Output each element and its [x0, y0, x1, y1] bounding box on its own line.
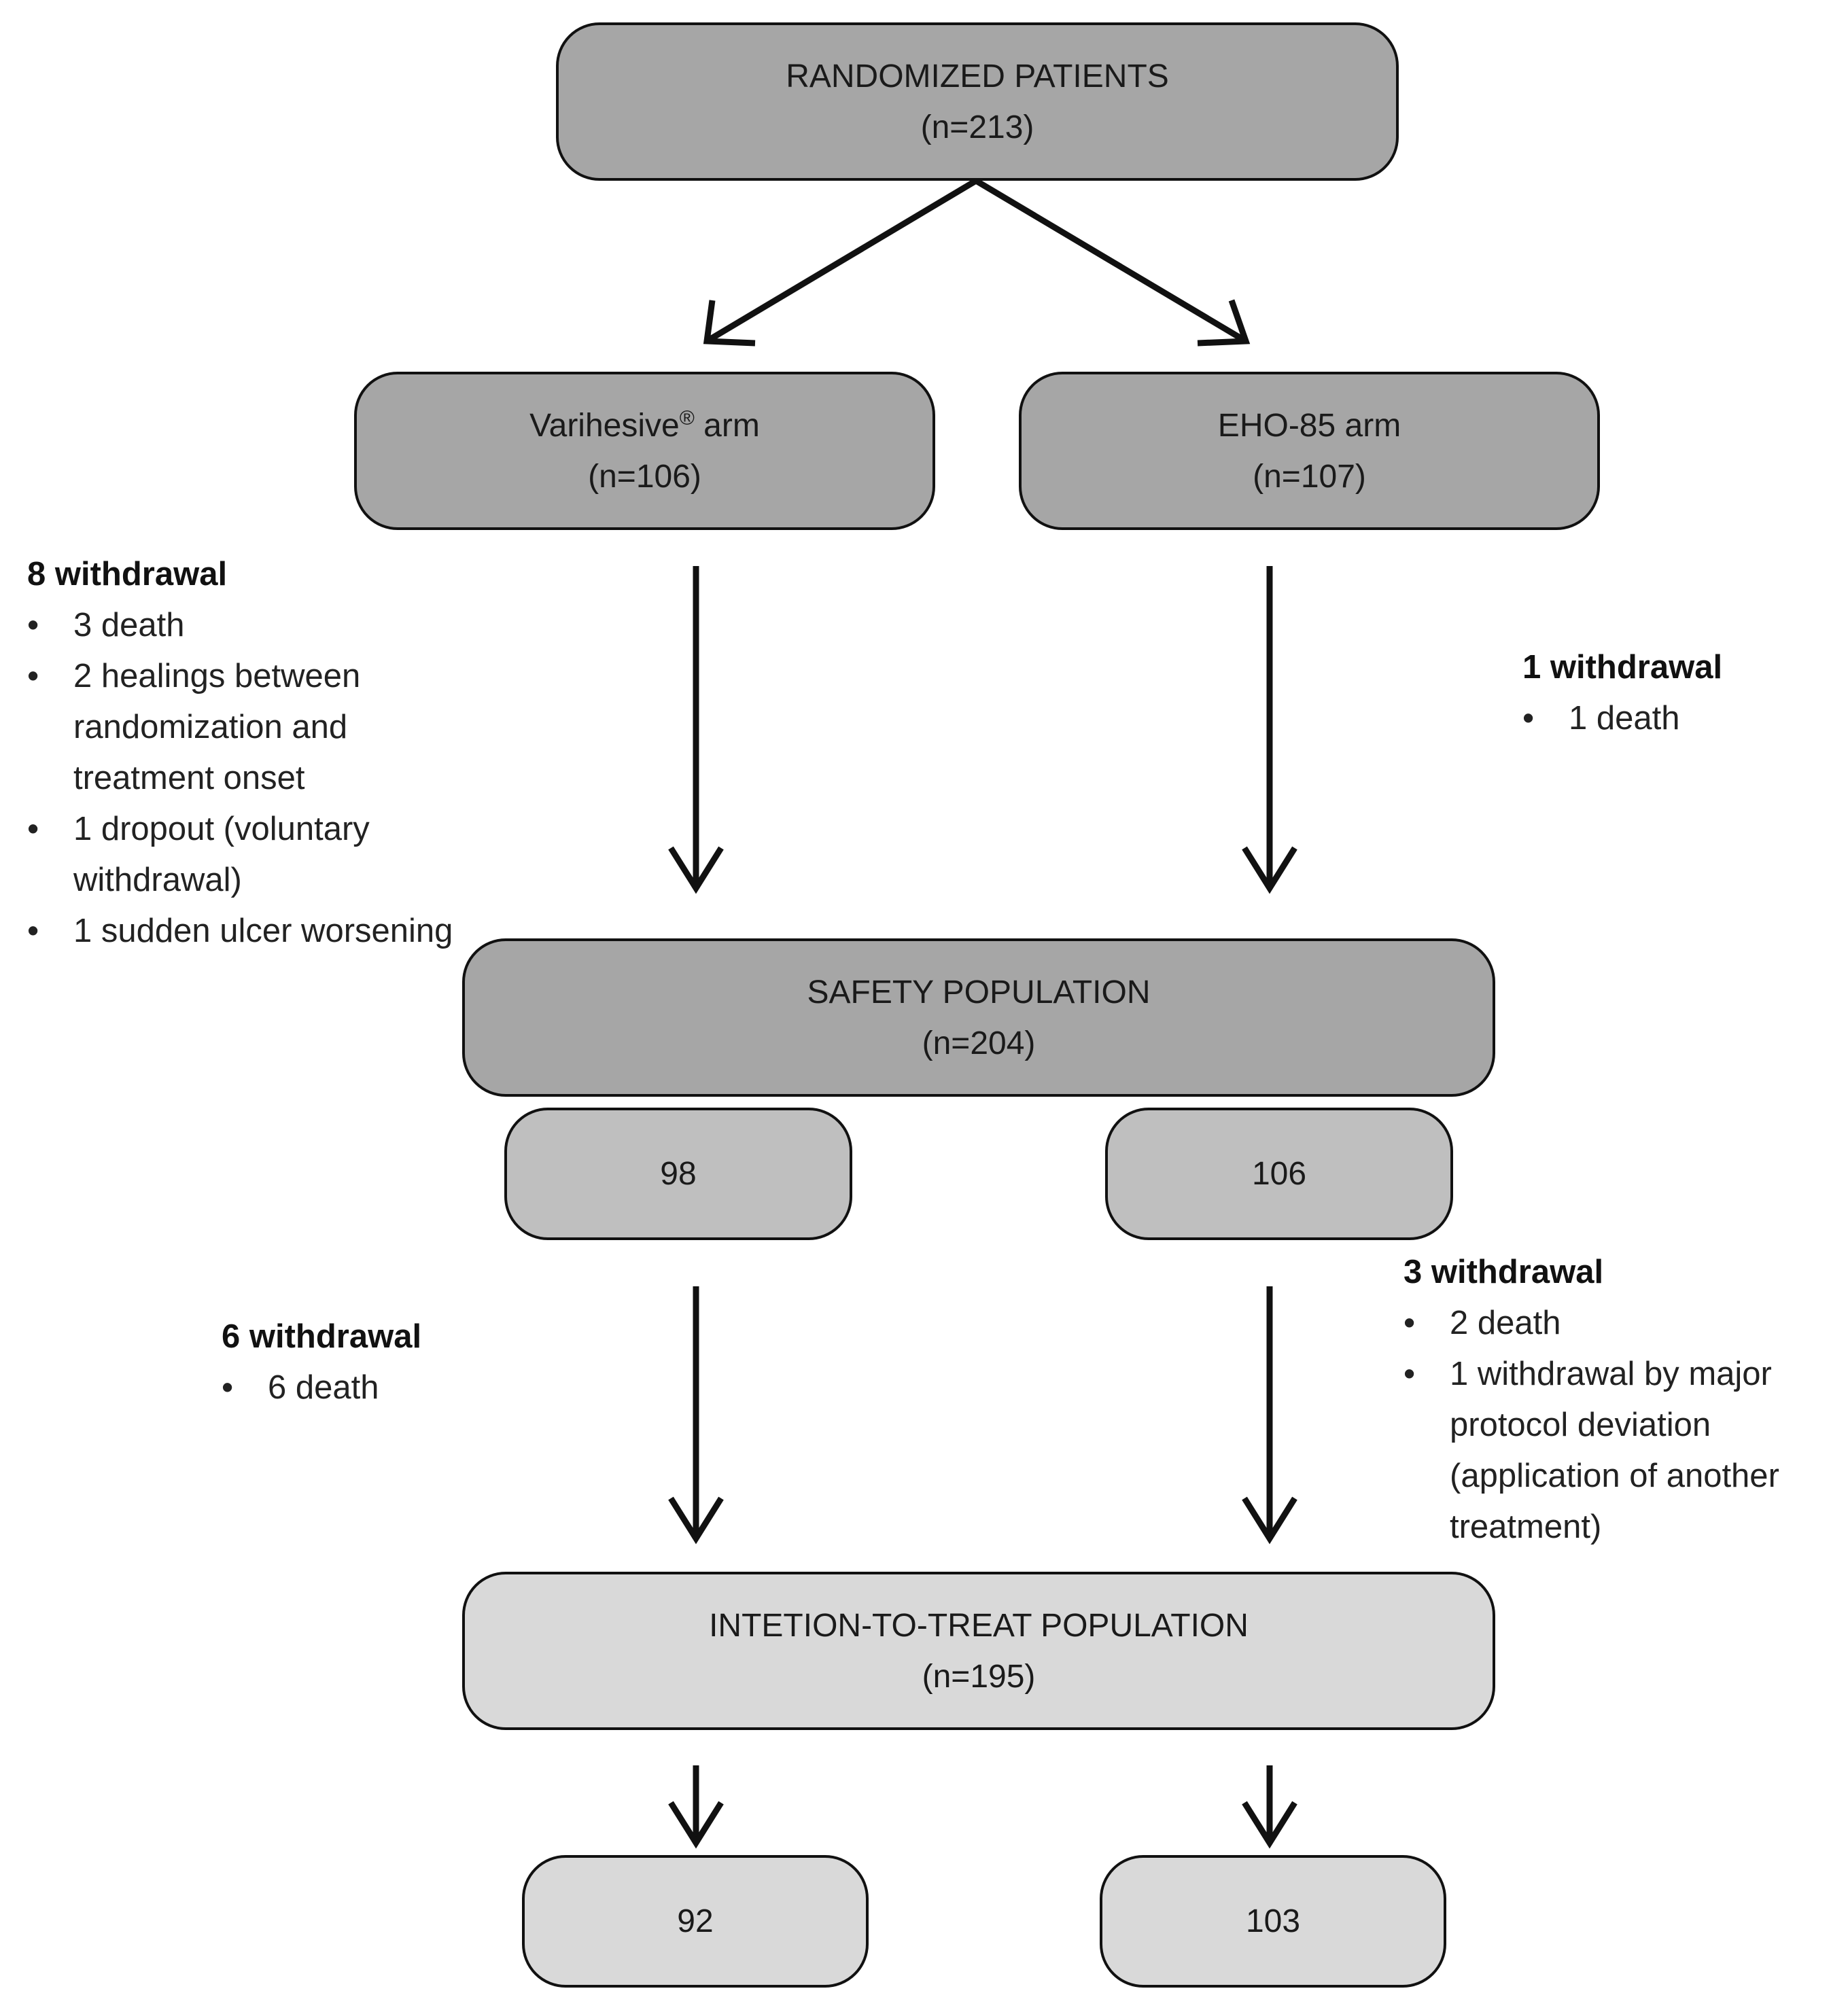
list-item: • 6 death: [222, 1362, 534, 1413]
list-item: • 2 death: [1404, 1298, 1838, 1349]
list-item: • 1 withdrawal by major protocol deviatio…: [1404, 1349, 1838, 1553]
list-item: • 1 death: [1522, 693, 1835, 744]
bullet-icon: •: [222, 1369, 234, 1406]
list-item-text: 1 sudden ulcer worsening: [73, 913, 453, 949]
eho-arm-box: EHO-85 arm (n=107): [1019, 372, 1600, 530]
withdrawal-reasons: • 3 death • 2 healings between randomizati…: [27, 600, 462, 957]
arrow-itt-to-92: [668, 1765, 724, 1849]
withdrawal-reasons: • 2 death • 1 withdrawal by major protocol…: [1404, 1298, 1838, 1553]
safety-varihesive-count-box: 98: [504, 1108, 852, 1240]
arrow-randomized-to-eho: [974, 178, 1251, 347]
arrow-itt-to-103: [1242, 1765, 1297, 1849]
bullet-icon: •: [1522, 700, 1535, 737]
list-item: • 2 healings between randomization and tr…: [27, 651, 462, 804]
safety-eho-count-box: 106: [1105, 1108, 1453, 1240]
bullet-icon: •: [27, 658, 39, 694]
bullet-icon: •: [1404, 1305, 1416, 1341]
withdrawal-reasons: • 1 death: [1522, 693, 1835, 744]
list-item: • 3 death: [27, 600, 462, 651]
withdrawal-reasons: • 6 death: [222, 1362, 534, 1413]
varihesive-arm-box: Varihesive® arm (n=106): [354, 372, 935, 530]
randomized-patients-box: RANDOMIZED PATIENTS (n=213): [556, 22, 1399, 181]
bullet-icon: •: [1404, 1356, 1416, 1392]
arrow-randomized-to-varihesive: [703, 178, 978, 347]
eho-withdrawal-note: 1 withdrawal • 1 death: [1522, 642, 1835, 744]
bullet-icon: •: [27, 607, 39, 643]
list-item-text: 2 healings between randomization and tre…: [73, 658, 361, 796]
varihesive-arm-count: (n=106): [588, 458, 701, 495]
list-item-text: 2 death: [1450, 1305, 1561, 1341]
arrow-98-to-itt: [668, 1286, 724, 1545]
eho-arm-count: (n=107): [1253, 458, 1366, 495]
list-item-text: 3 death: [73, 607, 185, 643]
itt-eho-count-box: 103: [1100, 1855, 1446, 1988]
registered-mark: ®: [679, 406, 695, 429]
list-item-text: 1 dropout (voluntary withdrawal): [73, 811, 370, 898]
eho-arm-title: EHO-85 arm: [1217, 407, 1401, 444]
eho-post-safety-withdrawal-note: 3 withdrawal • 2 death • 1 withdrawal by m…: [1404, 1247, 1838, 1553]
note-heading: 1 withdrawal: [1522, 649, 1723, 686]
arrow-eho-to-safety: [1242, 566, 1297, 894]
itt-varihesive-count-box: 92: [522, 1855, 869, 1988]
randomized-title: RANDOMIZED PATIENTS: [786, 58, 1169, 94]
itt-eho-count: 103: [1245, 1903, 1301, 1939]
list-item: • 1 sudden ulcer worsening: [27, 906, 462, 957]
list-item: • 1 dropout (voluntary withdrawal): [27, 804, 462, 906]
safety-eho-count: 106: [1251, 1156, 1307, 1192]
bullet-icon: •: [27, 811, 39, 847]
arrow-varihesive-to-safety: [668, 566, 724, 894]
safety-count: (n=204): [922, 1025, 1036, 1061]
itt-population-box: INTETION-TO-TREAT POPULATION (n=195): [462, 1572, 1495, 1730]
note-heading: 8 withdrawal: [27, 556, 228, 593]
list-item-text: 1 withdrawal by major protocol deviation…: [1450, 1356, 1779, 1545]
varihesive-withdrawal-note: 8 withdrawal • 3 death • 2 healings betwee…: [27, 549, 462, 957]
list-item-text: 6 death: [268, 1369, 379, 1406]
arrow-106-to-itt: [1242, 1286, 1297, 1545]
varihesive-name: Varihesive: [529, 407, 680, 444]
safety-title: SAFETY POPULATION: [807, 974, 1151, 1010]
varihesive-arm-title: Varihesive® arm: [529, 400, 760, 451]
note-heading: 6 withdrawal: [222, 1318, 422, 1355]
list-item-text: 1 death: [1569, 700, 1680, 737]
itt-varihesive-count: 92: [677, 1903, 714, 1939]
bullet-icon: •: [27, 913, 39, 949]
varihesive-suffix: arm: [694, 407, 760, 444]
note-heading: 3 withdrawal: [1404, 1254, 1604, 1290]
itt-title: INTETION-TO-TREAT POPULATION: [709, 1607, 1249, 1644]
safety-varihesive-count: 98: [660, 1156, 697, 1192]
safety-population-box: SAFETY POPULATION (n=204): [462, 938, 1495, 1097]
varihesive-post-safety-withdrawal-note: 6 withdrawal • 6 death: [222, 1311, 534, 1413]
randomized-count: (n=213): [920, 109, 1034, 145]
itt-count: (n=195): [922, 1658, 1036, 1695]
